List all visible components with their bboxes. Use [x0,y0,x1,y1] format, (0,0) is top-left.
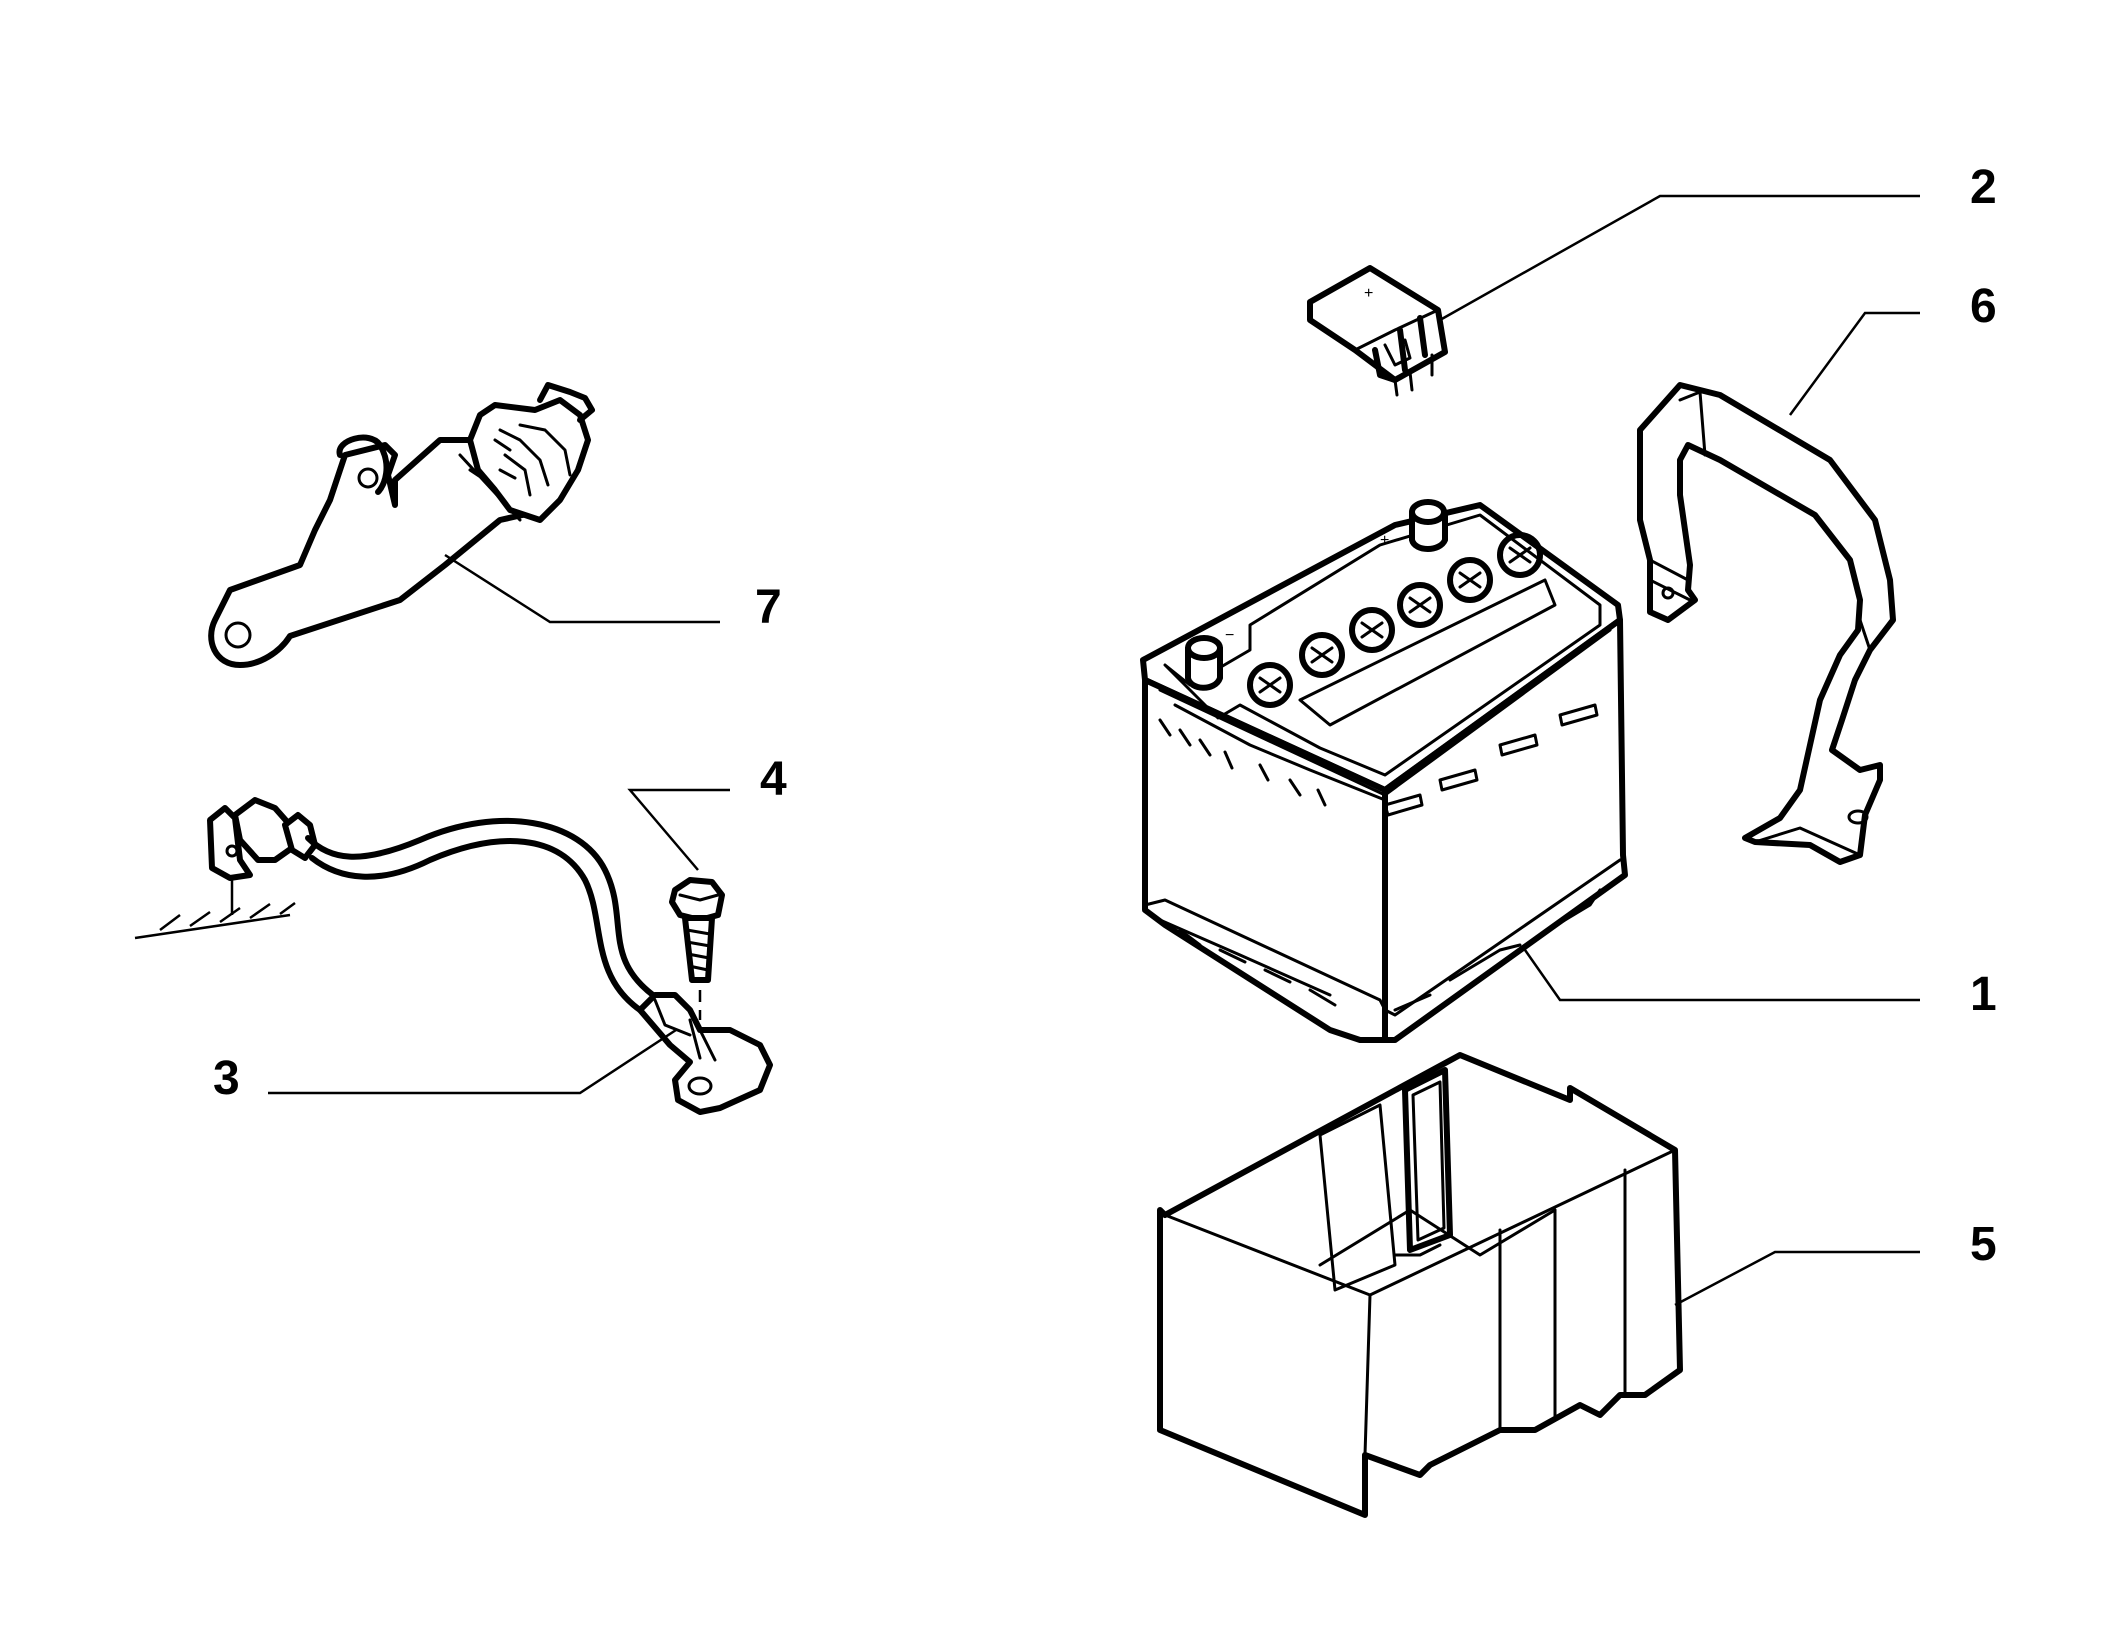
callout-1: 1 [1970,968,1997,1021]
leader-4 [627,788,730,871]
callout-6: 6 [1970,280,1997,333]
part-4-bolt [669,877,725,1020]
part-7-bracket-sensor [208,382,595,668]
part-1-battery: − + [1140,499,1628,1043]
ground-symbol-icon [134,875,296,940]
leader-1 [1523,949,1920,1002]
minus-symbol: − [1225,627,1234,644]
part-6-hold-down-strap [1637,382,1896,865]
callout-4: 4 [760,753,787,806]
leader-3 [268,1028,677,1095]
part-5-battery-tray [1157,1052,1683,1518]
callout-3: 3 [213,1052,240,1105]
part-2-terminal-cap: + [1307,265,1448,397]
vent-caps [1247,532,1543,708]
plus-symbol: + [1364,285,1373,302]
terminal-negative: − [1185,627,1234,691]
terminal-positive: + [1380,499,1448,552]
leader-2 [1439,194,1920,322]
sensor-connector [467,382,595,523]
plus-terminal-symbol: + [1380,532,1389,549]
leader-7 [444,553,720,624]
part-3-ground-cable [134,797,773,1115]
callout-5: 5 [1970,1218,1997,1271]
callout-2: 2 [1970,161,1997,214]
leader-5 [1674,1250,1920,1307]
callout-7: 7 [755,581,782,634]
leader-6 [1788,311,1920,416]
